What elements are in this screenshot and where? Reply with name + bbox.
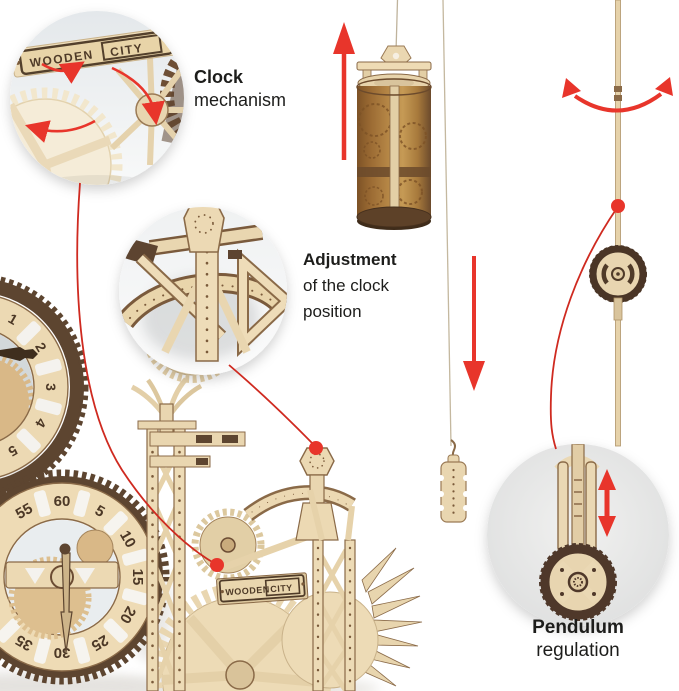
- brand-plaque-model: WOODEN CITY: [216, 572, 309, 606]
- brand-word-city: CITY: [270, 583, 293, 595]
- callout-dot-pendulum: [611, 199, 625, 213]
- minute-dial: 55 60 5 10 15 20 25 30 35: [0, 469, 170, 685]
- svg-text:60: 60: [54, 493, 71, 510]
- svg-text:10: 10: [116, 528, 139, 551]
- adjustment-title: Adjustment: [303, 250, 397, 269]
- hour-dial-slots: [16, 321, 62, 453]
- brand-word-wooden: WOODEN: [225, 584, 270, 597]
- svg-text:3: 3: [43, 383, 59, 391]
- detail-circle-pendulum: [487, 444, 669, 626]
- mast-blades: [130, 377, 203, 433]
- detail-circle-clock-mechanism: WOODEN CITY: [10, 11, 184, 185]
- curved-rotation-arrow-icons: [25, 61, 165, 143]
- drum-weight: [356, 0, 432, 230]
- adjustment-label: Adjustment of the clock position: [303, 247, 397, 325]
- hour-hand: [0, 347, 38, 361]
- callout-dot-adjustment: [309, 441, 323, 455]
- rocker-arm: [243, 485, 356, 522]
- counterweight-string: [442, 0, 452, 447]
- clock-mechanism-label: Clock mechanism: [194, 66, 286, 112]
- svg-text:25: 25: [88, 631, 111, 654]
- annotations: [76, 22, 673, 572]
- tower-main: [146, 427, 246, 691]
- bracket-photo: [119, 207, 287, 362]
- adjustment-line2: of the clock: [303, 276, 389, 295]
- red-dot-leader-lines: [76, 182, 618, 564]
- counterweight: [438, 0, 469, 523]
- up-arrow-icon: [333, 22, 355, 160]
- pendulum-regulation-label: Pendulum regulation: [498, 616, 658, 662]
- svg-text:15: 15: [129, 569, 146, 586]
- hour-dial: 1 2 3 4 5: [0, 276, 89, 498]
- pendulum-rod: [615, 0, 621, 447]
- clock-mechanism-title: Clock: [194, 67, 244, 87]
- svg-text:30: 30: [54, 644, 71, 661]
- down-arrow-icon: [463, 256, 485, 391]
- svg-text:55: 55: [13, 500, 36, 523]
- double-vertical-arrow-icon: [598, 469, 616, 537]
- clock-model: 1 2 3 4 5: [0, 276, 423, 691]
- minute-dial-numbers: 55 60 5 10 15 20 25 30 35: [13, 493, 146, 661]
- pendulum-subtitle: regulation: [536, 640, 620, 661]
- pendulum-bob: [589, 245, 647, 303]
- minute-dial-slots: [0, 490, 149, 664]
- drum-string: [395, 0, 399, 53]
- svg-text:35: 35: [13, 631, 36, 654]
- callout-dot-mechanism: [210, 558, 224, 572]
- minute-hand: [59, 543, 73, 653]
- pendulum-bob-photo: [539, 444, 617, 621]
- clock-mechanism-subtitle: mechanism: [194, 90, 287, 110]
- detail-circle-adjustment: [119, 207, 287, 375]
- swing-arc-arrow-icon: [562, 77, 673, 113]
- adjustment-line3: position: [303, 302, 362, 321]
- pendulum-title: Pendulum: [532, 617, 624, 638]
- brand-word-city: CITY: [109, 41, 144, 60]
- svg-text:20: 20: [116, 603, 139, 626]
- tower-right: [307, 489, 356, 691]
- pendulum: [589, 0, 647, 447]
